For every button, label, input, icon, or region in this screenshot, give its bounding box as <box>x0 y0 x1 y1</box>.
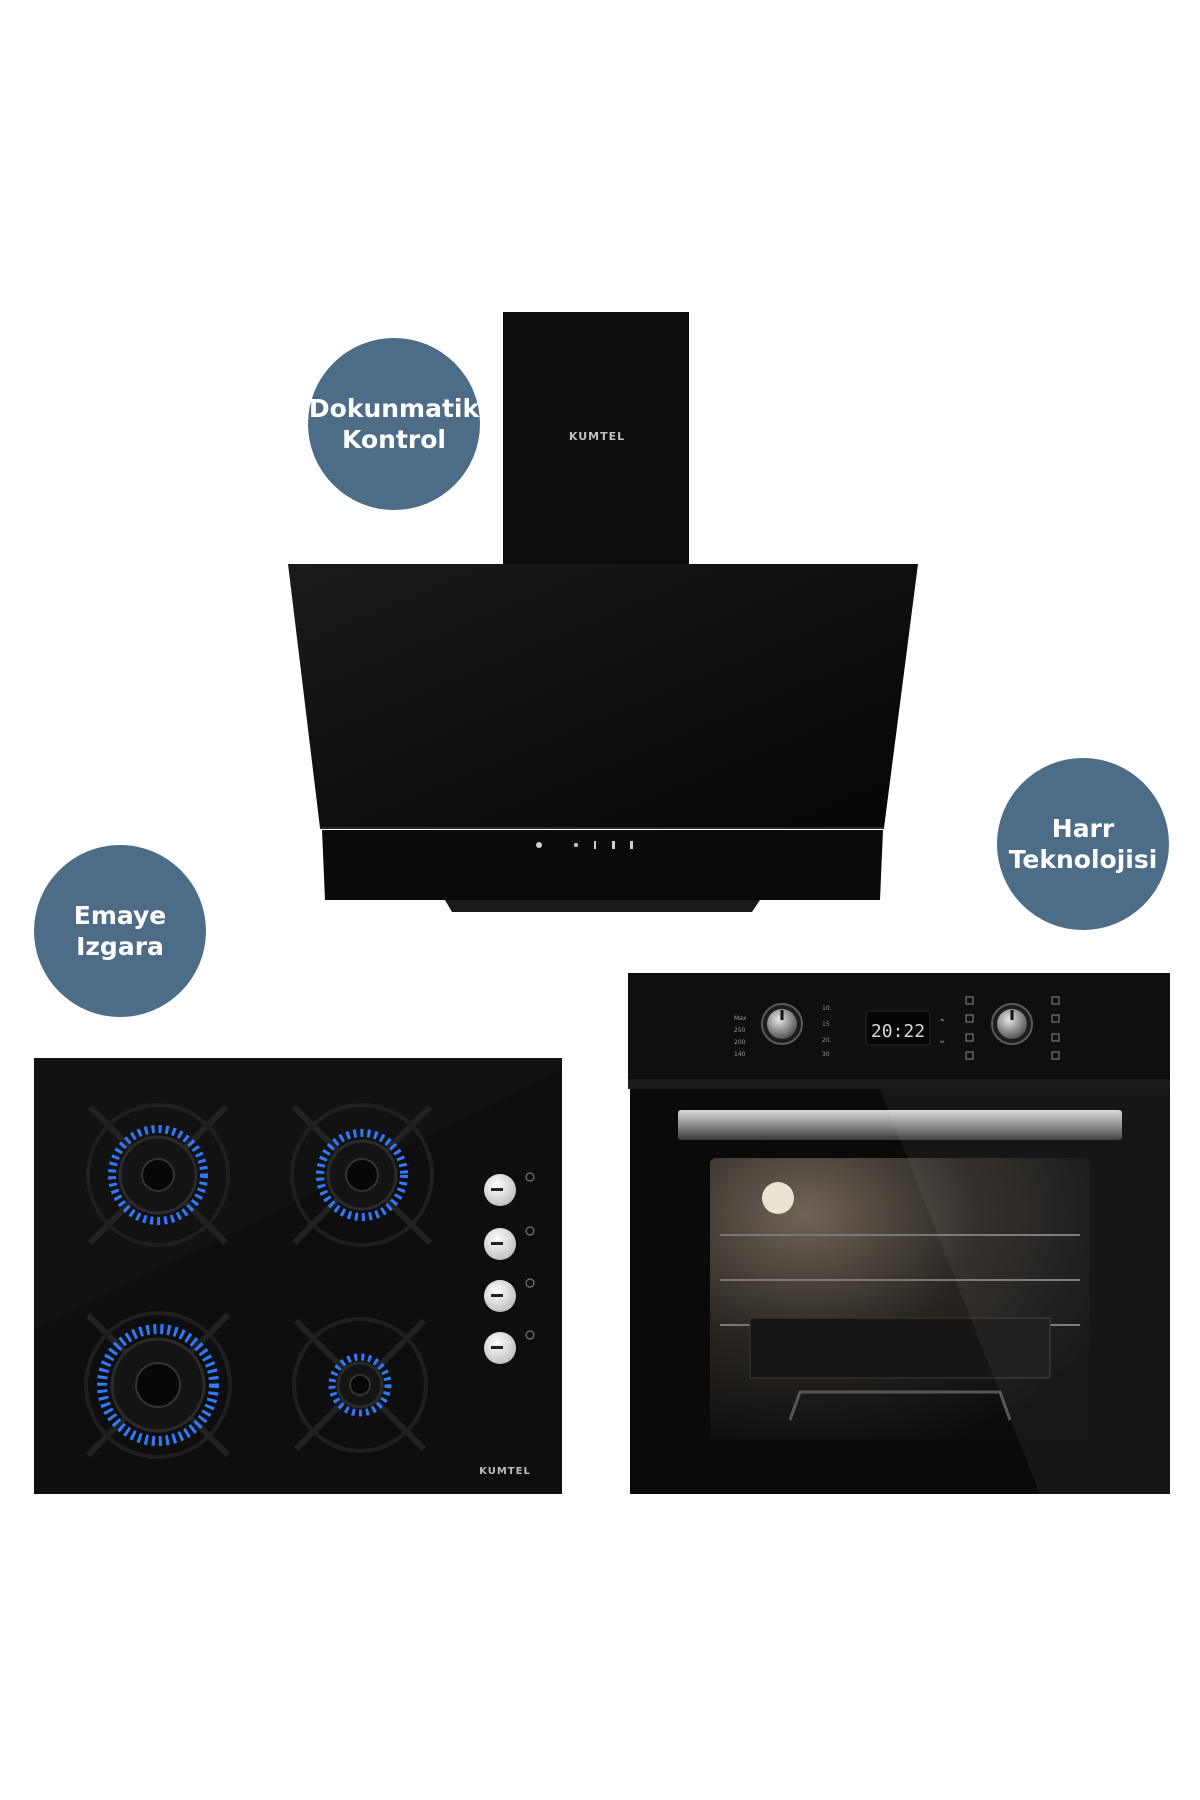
burner-icon <box>292 1317 428 1453</box>
cooker-hood: KUMTEL <box>288 312 918 912</box>
burner-icon <box>86 1103 230 1247</box>
power-icon[interactable] <box>536 842 542 848</box>
speed-1-icon[interactable] <box>594 841 596 849</box>
minus-icon[interactable] <box>574 843 578 847</box>
baking-tray <box>749 1317 1051 1379</box>
left-scale: Max 250 200 140 10 15 20 30 <box>734 1005 830 1058</box>
hob-knobs[interactable] <box>484 1172 535 1364</box>
hood-chimney <box>503 312 689 566</box>
burners <box>84 1103 434 1459</box>
hob-brand-logo: KUMTEL <box>479 1466 531 1477</box>
svg-text:20: 20 <box>822 1037 830 1044</box>
oven-clock: 20:22 <box>871 1021 925 1042</box>
svg-text:Max: Max <box>734 1015 747 1022</box>
hob-knob-1[interactable] <box>484 1172 535 1206</box>
hob-knob-2[interactable] <box>484 1226 535 1260</box>
hood-brand-logo: KUMTEL <box>569 430 625 443</box>
oven-display <box>865 1010 931 1046</box>
mode-icons <box>965 996 1060 1060</box>
hood-glass-panel <box>288 564 918 828</box>
speed-3-icon[interactable] <box>630 841 633 849</box>
speed-2-icon[interactable] <box>612 841 615 849</box>
burner-icon <box>84 1311 232 1459</box>
hob-knob-4[interactable] <box>484 1330 535 1364</box>
svg-text:140: 140 <box>734 1051 746 1058</box>
temperature-knob[interactable] <box>991 1003 1033 1045</box>
svg-text:200: 200 <box>734 1039 746 1046</box>
built-in-oven: Max 250 200 140 10 15 20 30 20:22 ⌃ ⌄ <box>628 973 1170 1494</box>
svg-text:15: 15 <box>822 1021 830 1028</box>
burner-icon <box>290 1103 434 1247</box>
timer-down-icon[interactable]: ⌄ <box>938 1035 946 1046</box>
svg-text:250: 250 <box>734 1027 746 1034</box>
function-knob[interactable] <box>761 1003 803 1045</box>
hood-control-strip <box>322 830 883 900</box>
hood-touch-controls[interactable] <box>536 841 633 849</box>
gas-hob: KUMTEL <box>34 1058 562 1494</box>
oven-handle[interactable] <box>678 1110 1122 1140</box>
oven-lamp <box>762 1182 794 1214</box>
hob-knob-3[interactable] <box>484 1278 535 1312</box>
timer-up-icon[interactable]: ⌃ <box>938 1018 946 1029</box>
svg-text:10: 10 <box>822 1005 830 1012</box>
svg-text:30: 30 <box>822 1051 830 1058</box>
